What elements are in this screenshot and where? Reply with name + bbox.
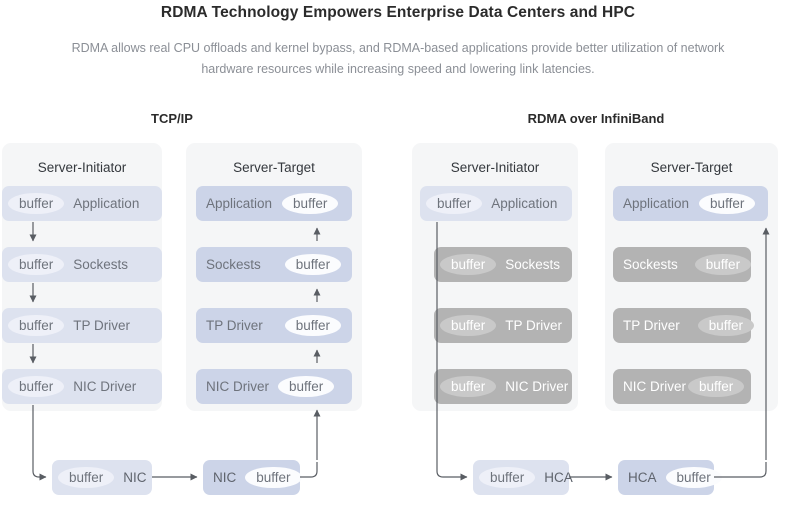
layer-tp-driver[interactable]: buffer TP Driver [434, 308, 572, 343]
layer-tp-driver[interactable]: TP Driver buffer [196, 308, 352, 343]
layer-label: TP Driver [206, 318, 263, 333]
layer-label: Application [623, 196, 690, 211]
layer-label: Sockests [623, 257, 678, 272]
layer-label: NIC Driver [206, 379, 269, 394]
layer-tp-driver[interactable]: TP Driver buffer [613, 308, 755, 343]
section-title-tcpip: TCP/IP [151, 111, 193, 126]
buffer-pill: buffer [440, 314, 497, 337]
endpoint-tcpip-nic-target[interactable]: NIC buffer [203, 460, 302, 495]
server-card-tcpip-target: Server-Target Application buffer Sockest… [186, 143, 362, 411]
server-card-title: Server-Target [233, 160, 315, 175]
layer-label: Sockests [73, 257, 129, 272]
layer-application[interactable]: buffer Application [420, 186, 572, 221]
layer-tp-driver[interactable]: buffer TP Driver [2, 308, 162, 343]
layer-label: TP Driver [73, 318, 131, 333]
layer-label: NIC Driver [623, 379, 686, 394]
layer-nic-driver[interactable]: buffer NIC Driver [434, 369, 572, 404]
layer-label: Application [73, 196, 140, 211]
page-title: RDMA Technology Empowers Enterprise Data… [160, 4, 636, 21]
buffer-pill: buffer [8, 314, 65, 337]
server-card-title: Server-Initiator [37, 160, 127, 175]
buffer-pill: buffer [665, 466, 722, 489]
arrow-nicdriver-to-nic [32, 405, 47, 481]
layer-label: Application [206, 196, 273, 211]
endpoint-rdma-hca-target[interactable]: HCA buffer [618, 460, 722, 495]
buffer-pill: buffer [8, 192, 65, 215]
server-card-rdma-initiator: Server-Initiator buffer Application buff… [412, 143, 578, 411]
endpoint-label: NIC [123, 470, 147, 485]
server-card-tcpip-initiator: Server-Initiator buffer Application buff… [2, 143, 162, 411]
layer-nic-driver[interactable]: NIC Driver buffer [613, 369, 751, 404]
buffer-pill: buffer [440, 253, 497, 276]
buffer-pill: buffer [245, 466, 302, 489]
buffer-pill: buffer [284, 253, 342, 276]
layer-sockets[interactable]: buffer Sockests [434, 247, 572, 282]
buffer-pill: buffer [697, 314, 755, 337]
layer-label: Sockests [505, 257, 561, 272]
layer-sockets[interactable]: Sockests buffer [196, 247, 352, 282]
layer-application[interactable]: buffer Application [2, 186, 162, 221]
layer-application[interactable]: Application buffer [613, 186, 768, 221]
buffer-pill: buffer [282, 192, 339, 215]
server-card-title: Server-Initiator [450, 160, 540, 175]
endpoint-label: HCA [628, 470, 657, 485]
buffer-pill: buffer [440, 375, 497, 398]
buffer-pill: buffer [8, 375, 65, 398]
layer-nic-driver[interactable]: buffer NIC Driver [2, 369, 162, 404]
elbow-nic-target-riser [300, 462, 318, 478]
buffer-pill: buffer [688, 375, 745, 398]
page-subtitle: RDMA allows real CPU offloads and kernel… [71, 41, 725, 76]
buffer-pill: buffer [479, 466, 536, 489]
server-card-title: Server-Target [650, 160, 733, 175]
buffer-pill: buffer [694, 253, 752, 276]
buffer-pill: buffer [8, 253, 65, 276]
endpoint-label: NIC [213, 470, 237, 485]
elbow-hca-target-riser [714, 462, 767, 478]
server-card-rdma-target: Server-Target Application buffer Sockest… [605, 143, 778, 411]
endpoint-tcpip-nic-initiator[interactable]: buffer NIC [52, 460, 152, 495]
buffer-pill: buffer [284, 314, 342, 337]
layer-label: TP Driver [505, 318, 563, 333]
layer-nic-driver[interactable]: NIC Driver buffer [196, 369, 352, 404]
buffer-pill: buffer [278, 375, 335, 398]
layer-sockets[interactable]: Sockests buffer [613, 247, 752, 282]
layer-label: Sockests [206, 257, 261, 272]
buffer-pill: buffer [58, 466, 115, 489]
endpoint-label: HCA [544, 470, 573, 485]
section-title-rdma-ib: RDMA over InfiniBand [527, 111, 665, 126]
layer-application[interactable]: Application buffer [196, 186, 352, 221]
buffer-pill: buffer [699, 192, 756, 215]
layer-label: NIC Driver [73, 379, 137, 394]
layer-sockets[interactable]: buffer Sockests [2, 247, 162, 282]
layer-label: NIC Driver [505, 379, 569, 394]
layer-label: Application [491, 196, 558, 211]
layer-label: TP Driver [623, 318, 680, 333]
buffer-pill: buffer [426, 192, 483, 215]
endpoint-rdma-hca-initiator[interactable]: buffer HCA [473, 460, 573, 495]
